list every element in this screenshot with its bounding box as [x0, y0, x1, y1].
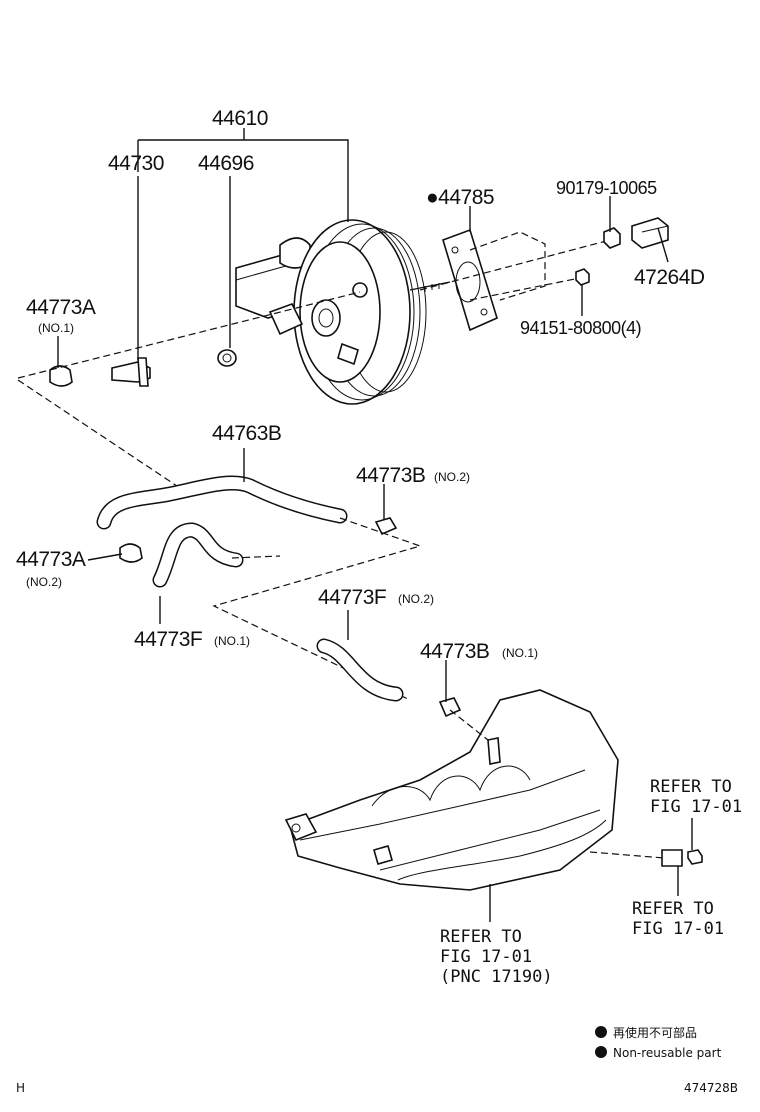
brake-booster: [235, 219, 451, 405]
label-44610: 44610: [212, 107, 268, 130]
refer-top-line2: FIG 17-01: [650, 797, 742, 817]
nut-94151: [575, 268, 590, 286]
clamp-44773a-no2: [119, 543, 143, 563]
label-44773a-no1: 44773A: [26, 296, 96, 319]
legend-english: Non-reusable part: [613, 1046, 722, 1060]
label-44773f-no2-sub: (NO.2): [398, 592, 434, 606]
leader-lines: [57, 128, 693, 922]
intake-manifold: [284, 689, 619, 891]
label-44785: ●44785: [426, 186, 494, 209]
refer-top-line1: REFER TO: [650, 777, 732, 797]
refer-mid-line2: FIG 17-01: [632, 919, 724, 939]
label-44773a-no2-sub: (NO.2): [26, 575, 62, 589]
label-44696: 44696: [198, 152, 254, 175]
label-44773a-no2: 44773A: [16, 548, 86, 571]
fitting-refer: [661, 849, 703, 867]
label-47264d: 47264D: [634, 266, 705, 289]
label-44773f-no1-sub: (NO.1): [214, 634, 250, 648]
clevis-47264d: [631, 217, 669, 249]
hose-44773f-no1: [152, 522, 244, 588]
refer-mid-line1: REFER TO: [632, 899, 714, 919]
refer-bottom-line1: REFER TO: [440, 927, 522, 947]
legend: 再使用不可部品 Non-reusable part: [595, 1025, 722, 1060]
footer-left-code: H: [16, 1081, 25, 1095]
non-reusable-bullet-icon: [595, 1026, 607, 1038]
refer-bottom-line2: FIG 17-01: [440, 947, 532, 967]
nut-90179: [603, 227, 621, 249]
label-90179-10065: 90179-10065: [556, 178, 657, 198]
footer-figure-id: 474728B: [684, 1081, 738, 1095]
label-44773b-no2-sub: (NO.2): [434, 470, 470, 484]
label-44730: 44730: [108, 152, 164, 175]
label-44773f-no2: 44773F: [318, 586, 386, 609]
label-44773b-no1-sub: (NO.1): [502, 646, 538, 660]
label-44773f-no1: 44773F: [134, 628, 202, 651]
hose-44763b: [96, 475, 348, 530]
label-44773a-no1-sub: (NO.1): [38, 321, 74, 335]
clamp-44773a-no1: [49, 365, 73, 387]
grommet-44696: [217, 349, 237, 367]
non-reusable-bullet-icon: [595, 1046, 607, 1058]
clamp-44773b-no1: [438, 697, 462, 718]
gasket-44785: [419, 228, 611, 332]
label-44773b-no1: 44773B: [420, 640, 489, 663]
hose-44773f-no2: [316, 638, 404, 702]
legend-japanese: 再使用不可部品: [613, 1025, 697, 1040]
label-44773b-no2: 44773B: [356, 464, 425, 487]
check-valve-44730: [111, 357, 151, 387]
label-44763b: 44763B: [212, 422, 281, 445]
guide-line-valve: [17, 291, 361, 379]
label-94151-80800: 94151-80800(4): [520, 318, 641, 338]
refer-bottom-line3: (PNC 17190): [440, 967, 553, 987]
clamp-44773b-no2: [374, 517, 398, 536]
